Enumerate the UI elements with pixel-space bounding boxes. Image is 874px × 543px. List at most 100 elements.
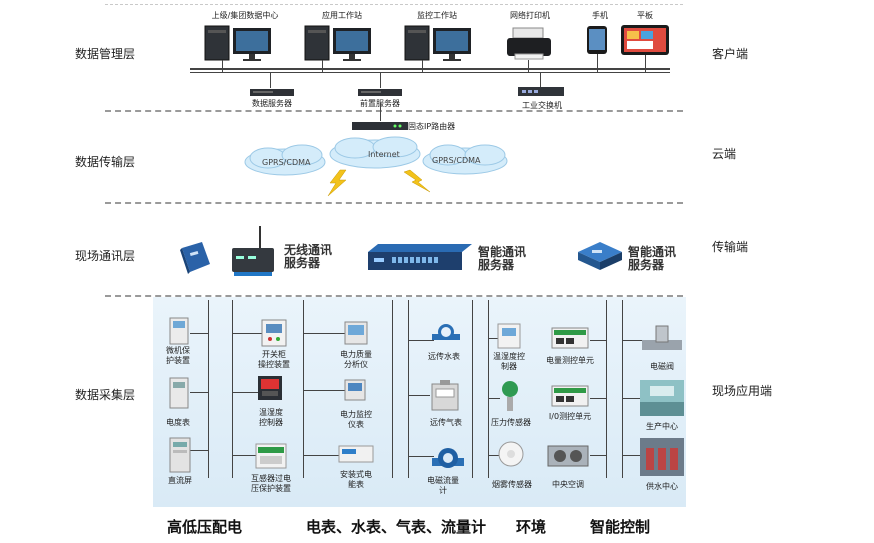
overvoltage-protector-icon bbox=[255, 443, 287, 469]
label-app-station: 应用工作站 bbox=[322, 11, 362, 20]
label-production-center: 生产中心 bbox=[646, 422, 678, 431]
water-supply-center-icon bbox=[640, 438, 684, 476]
branch bbox=[622, 398, 642, 399]
branch bbox=[622, 340, 642, 341]
pressure-sensor-icon bbox=[502, 381, 518, 411]
label-protection-device: 微机保 护装置 bbox=[166, 346, 190, 365]
label-switchgear-control: 开关柜 操控装置 bbox=[258, 350, 290, 369]
branch bbox=[232, 392, 260, 393]
label-solenoid-valve: 电磁阀 bbox=[650, 362, 674, 371]
wireless-server-icon bbox=[232, 226, 274, 276]
link-line bbox=[270, 73, 271, 88]
power-measure-unit-icon bbox=[551, 327, 589, 349]
wireless-bolt-icon bbox=[403, 169, 431, 193]
link-line bbox=[645, 55, 646, 73]
branch bbox=[488, 338, 498, 339]
router-icon bbox=[352, 122, 408, 130]
branch bbox=[190, 392, 208, 393]
label-wireless-server: 无线通讯 服务器 bbox=[284, 243, 333, 270]
switch-icon bbox=[518, 87, 564, 96]
branch bbox=[303, 333, 345, 334]
bus-line bbox=[606, 300, 607, 478]
top-divider bbox=[105, 4, 683, 5]
label-smoke-sensor: 烟雾传感器 bbox=[492, 480, 532, 489]
separator-3 bbox=[105, 295, 683, 297]
branch bbox=[488, 398, 500, 399]
io-control-unit-icon bbox=[551, 385, 589, 407]
label-network-printer: 网络打印机 bbox=[510, 11, 550, 20]
management-bus-line bbox=[190, 68, 670, 70]
label-panel-energy-meter: 安装式电 能表 bbox=[340, 470, 372, 489]
phone-icon bbox=[587, 26, 607, 54]
label-power-measure-unit: 电量测控单元 bbox=[546, 356, 594, 365]
label-router: 固态IP路由器 bbox=[408, 122, 456, 131]
bus-line bbox=[472, 300, 473, 478]
category-hv-lv: 高低压配电 bbox=[167, 518, 243, 536]
label-internet: Internet bbox=[368, 150, 400, 159]
label-upper-center: 上级/集团数据中心 bbox=[211, 11, 279, 20]
label-power-monitor: 电力监控 仪表 bbox=[340, 410, 372, 429]
label-smart-server-1: 智能通讯 服务器 bbox=[478, 245, 527, 272]
smart-server-box-icon bbox=[578, 242, 622, 270]
label-data-server: 数据服务器 bbox=[252, 99, 292, 108]
branch bbox=[232, 333, 262, 334]
label-pressure-sensor: 压力传感器 bbox=[491, 418, 531, 427]
data-server-icon bbox=[250, 89, 294, 96]
branch bbox=[590, 340, 606, 341]
smart-server-rack-icon bbox=[368, 244, 472, 270]
label-overvoltage-protector: 互感器过电 压保护装置 bbox=[251, 474, 291, 493]
bus-line bbox=[392, 300, 393, 478]
label-gprs-left: GPRS/CDMA bbox=[262, 158, 311, 167]
label-humidity-controller-2: 温湿度控 制器 bbox=[493, 352, 525, 371]
front-server-icon bbox=[358, 89, 402, 96]
separator-1 bbox=[105, 110, 683, 112]
solenoid-valve-icon bbox=[642, 325, 682, 350]
power-analyzer-icon bbox=[344, 321, 368, 345]
end-label-client: 客户端 bbox=[712, 47, 749, 61]
label-humidity-controller-1: 温湿度 控制器 bbox=[259, 408, 283, 427]
label-smart-server-2: 智能通讯 服务器 bbox=[628, 245, 677, 272]
label-industrial-switch: 工业交换机 bbox=[522, 101, 562, 110]
label-monitor-station: 监控工作站 bbox=[417, 11, 457, 20]
printer-icon bbox=[507, 27, 551, 60]
label-io-control-unit: I/0测控单元 bbox=[548, 412, 592, 421]
smoke-sensor-icon bbox=[498, 441, 524, 467]
layer-label-field-comm: 现场通讯层 bbox=[75, 249, 136, 263]
branch bbox=[408, 340, 434, 341]
category-environment: 环境 bbox=[516, 518, 547, 536]
link-line bbox=[528, 60, 529, 73]
layer-label-management: 数据管理层 bbox=[75, 47, 136, 61]
acquisition-panel bbox=[153, 297, 686, 507]
layer-label-transmission: 数据传输层 bbox=[75, 155, 136, 169]
label-power-analyzer: 电力质量 分析仪 bbox=[340, 350, 372, 369]
label-gprs-right: GPRS/CDMA bbox=[432, 156, 481, 165]
gas-meter-icon bbox=[431, 380, 459, 411]
link-line bbox=[380, 73, 381, 88]
link-line bbox=[322, 60, 323, 73]
branch bbox=[488, 455, 500, 456]
end-label-cloud: 云端 bbox=[712, 147, 737, 161]
label-tablet: 平板 bbox=[637, 11, 653, 20]
branch bbox=[408, 395, 430, 396]
branch bbox=[190, 333, 208, 334]
label-energy-meter: 电度表 bbox=[166, 418, 190, 427]
link-line bbox=[222, 60, 223, 73]
management-bus-line-2 bbox=[190, 72, 670, 73]
water-meter-icon bbox=[432, 324, 460, 340]
dc-panel-icon bbox=[169, 437, 191, 473]
label-flow-meter: 电磁流量 计 bbox=[427, 476, 459, 495]
tablet-icon bbox=[621, 25, 669, 55]
category-smart-control: 智能控制 bbox=[590, 518, 651, 536]
humidity-sensor-icon bbox=[497, 323, 521, 349]
label-dc-panel: 直流屏 bbox=[168, 476, 192, 485]
bus-line bbox=[488, 300, 489, 478]
branch bbox=[408, 456, 434, 457]
end-label-field-app: 现场应用端 bbox=[712, 384, 773, 398]
branch bbox=[622, 455, 642, 456]
central-ac-icon bbox=[547, 445, 589, 467]
link-line bbox=[380, 103, 381, 121]
branch bbox=[303, 455, 339, 456]
link-line bbox=[422, 60, 423, 73]
bus-line bbox=[622, 300, 623, 478]
link-line bbox=[540, 73, 541, 88]
